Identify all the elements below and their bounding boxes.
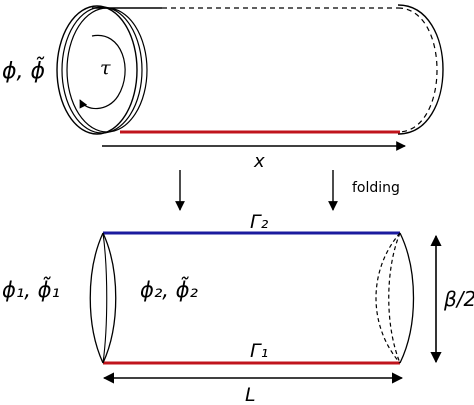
left-end-lens-inner — [102, 232, 117, 364]
cylinder-front-ring-middle — [61, 6, 143, 134]
tau-label: τ — [100, 57, 111, 79]
left-field-label: ϕ₁, ϕ̃₁ — [2, 275, 60, 302]
gamma1-label: Γ₁ — [250, 340, 268, 362]
cylinder — [56, 4, 444, 135]
cylinder-front-ring-inner — [66, 7, 148, 133]
cylinder-far-end-hidden — [397, 7, 438, 133]
length-label: L — [245, 384, 256, 405]
cylinder-front-ring-outer — [56, 5, 138, 135]
height-label: β/2 — [443, 287, 474, 311]
left-end-lens-middle — [102, 232, 108, 364]
top-field-label: ϕ, ϕ̃ — [2, 56, 45, 84]
right-end-lens-dashed-mid — [388, 232, 401, 364]
folded-strip — [89, 231, 415, 365]
folding-label: folding — [352, 180, 400, 196]
inner-field-label: ϕ₂, ϕ̃₂ — [140, 275, 198, 302]
right-end-lens-solid — [399, 232, 415, 364]
cylinder-far-end — [397, 4, 444, 135]
left-end-lens-outer — [89, 232, 104, 364]
x-axis-label: x — [253, 151, 265, 172]
gamma2-label: Γ₂ — [250, 211, 269, 233]
right-end-lens-dashed-left — [375, 232, 401, 364]
tau-rotation-arrow — [79, 34, 126, 110]
